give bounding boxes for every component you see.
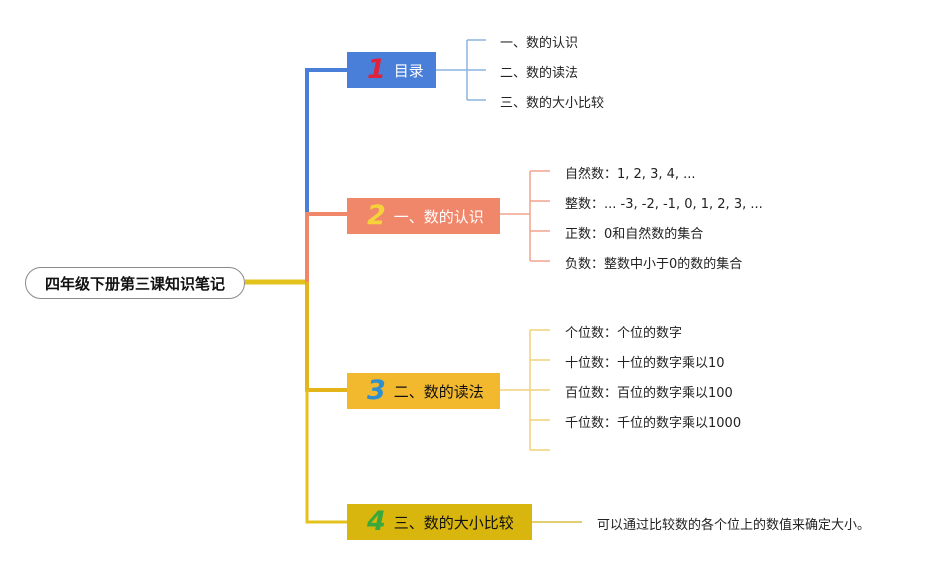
leaf-node[interactable]: 正数：0和自然数的集合 [565,227,704,242]
leaf-node[interactable]: 整数：... -3, -2, -1, 0, 1, 2, 3, ... [565,197,763,212]
leaf-node[interactable]: 负数：整数中小于0的数的集合 [565,257,743,272]
leaf-node[interactable]: 二、数的读法 [500,66,579,81]
leaf-node[interactable]: 一、数的认识 [500,36,579,51]
topic-number-4: 4 [367,506,386,537]
leaf-node[interactable]: 自然数：1, 2, 3, 4, ... [565,167,696,182]
topic-node-2[interactable]: 2 一、数的认识 [347,198,500,234]
topic-number-2: 2 [367,200,386,231]
topic-label-2: 一、数的认识 [393,207,484,226]
leaf-node[interactable]: 百位数：百位的数字乘以100 [565,386,733,401]
topic-node-4[interactable]: 4 三、数的大小比较 [347,504,532,540]
topic-label-3: 二、数的读法 [393,382,484,401]
topic-label-4: 三、数的大小比较 [393,513,514,532]
leaf-node[interactable]: 三、数的大小比较 [500,96,605,111]
leaf-node[interactable]: 可以通过比较数的各个位上的数值来确定大小。 [597,518,871,533]
root-node[interactable]: 四年级下册第三课知识笔记 [25,267,245,299]
leaf-node[interactable]: 个位数：个位的数字 [565,326,683,341]
topic-number-3: 3 [367,375,386,406]
leaf-node[interactable]: 千位数：千位的数字乘以1000 [565,416,742,431]
topic-number-1: 1 [367,54,386,85]
topic-node-1[interactable]: 1 目录 [347,52,436,88]
root-label: 四年级下册第三课知识笔记 [44,274,225,293]
leaf-node[interactable]: 十位数：十位的数字乘以10 [565,356,725,371]
topic-label-1: 目录 [393,61,424,80]
topic-node-3[interactable]: 3 二、数的读法 [347,373,500,409]
